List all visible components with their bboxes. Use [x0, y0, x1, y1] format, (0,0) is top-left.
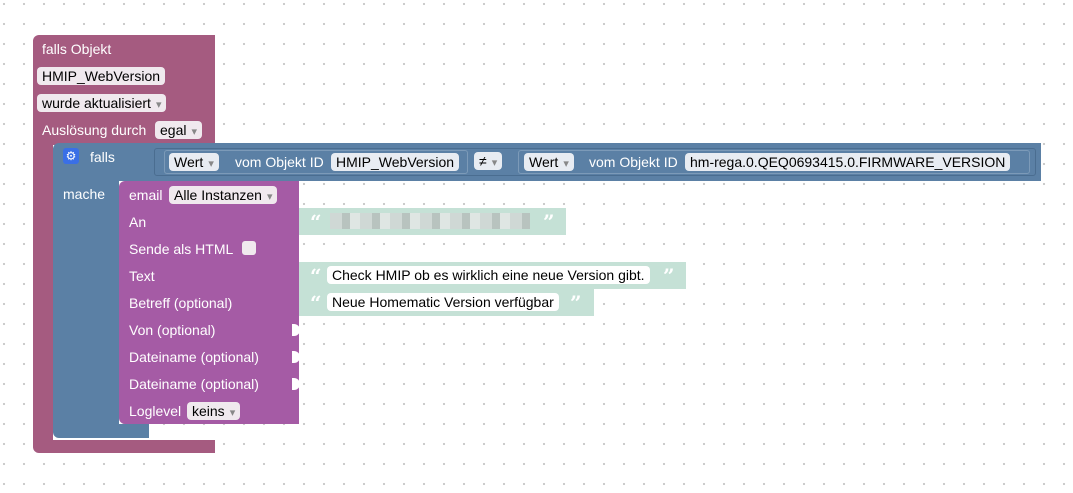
- falls-label: falls: [90, 149, 115, 165]
- left-property-text: Wert: [174, 154, 204, 170]
- betreff-label: Betreff (optional): [129, 295, 233, 311]
- right-object-text: vom Objekt ID: [589, 154, 678, 170]
- trigger-block-bottom: [33, 440, 215, 453]
- dateiname2-label: Dateiname (optional): [129, 376, 259, 392]
- html-label: Sende als HTML: [129, 241, 234, 257]
- dateiname1-input-notch[interactable]: [292, 351, 300, 363]
- trigger-block-left-bar: [33, 140, 53, 445]
- operator-dropdown[interactable]: ≠: [474, 152, 503, 170]
- left-value-block[interactable]: [164, 150, 468, 174]
- loglevel-label: Loglevel: [129, 403, 182, 419]
- an-label: An: [129, 214, 147, 230]
- left-object-field[interactable]: HMIP_WebVersion: [331, 153, 460, 171]
- trigger-label: Auslösung durch: [42, 122, 147, 138]
- quote-open-icon: “: [310, 291, 322, 315]
- dateiname1-label: Dateiname (optional): [129, 349, 259, 365]
- left-object-text: vom Objekt ID: [235, 154, 324, 170]
- quote-close-icon: ”: [570, 291, 582, 315]
- text-value-field[interactable]: Check HMIP ob es wirklich eine neue Vers…: [327, 266, 650, 284]
- right-property-dropdown[interactable]: Wert: [524, 153, 574, 171]
- email-label: email: [129, 187, 163, 203]
- quote-close-icon: ”: [663, 264, 675, 288]
- quote-open-icon: “: [310, 264, 322, 288]
- trigger-value-dropdown[interactable]: egal: [155, 121, 202, 139]
- quote-close-icon: ”: [543, 210, 555, 234]
- right-property-text: Wert: [529, 154, 559, 170]
- loglevel-dropdown[interactable]: keins: [187, 402, 241, 420]
- if-block-bottom: [53, 424, 149, 438]
- if-block-left-bar: [53, 181, 119, 426]
- html-checkbox[interactable]: [242, 241, 256, 255]
- quote-open-icon: “: [310, 210, 322, 234]
- email-instance-dropdown[interactable]: Alle Instanzen: [169, 186, 278, 204]
- loglevel-text: keins: [192, 403, 225, 419]
- operator-text: ≠: [479, 153, 487, 169]
- dateiname2-input-notch[interactable]: [292, 378, 300, 390]
- left-property-dropdown[interactable]: Wert: [169, 153, 219, 171]
- trigger-event-dropdown[interactable]: wurde aktualisiert: [37, 94, 167, 112]
- gear-icon[interactable]: ⚙: [63, 148, 79, 164]
- trigger-title: falls Objekt: [42, 41, 112, 57]
- betreff-value-field[interactable]: Neue Homematic Version verfügbar: [327, 293, 559, 311]
- an-email-field[interactable]: [330, 213, 530, 229]
- mache-label: mache: [63, 186, 106, 202]
- text-label: Text: [129, 268, 155, 284]
- trigger-object-field[interactable]: HMIP_WebVersion: [37, 67, 166, 85]
- trigger-value-text: egal: [160, 122, 187, 138]
- email-instance-text: Alle Instanzen: [174, 187, 262, 203]
- email-block[interactable]: [119, 181, 299, 424]
- right-value-block[interactable]: [518, 150, 1030, 174]
- right-object-field[interactable]: hm-rega.0.QEQ0693415.0.FIRMWARE_VERSION: [685, 153, 1011, 171]
- von-label: Von (optional): [129, 322, 216, 338]
- trigger-event-value: wurde aktualisiert: [42, 95, 151, 111]
- von-input-notch[interactable]: [292, 324, 300, 336]
